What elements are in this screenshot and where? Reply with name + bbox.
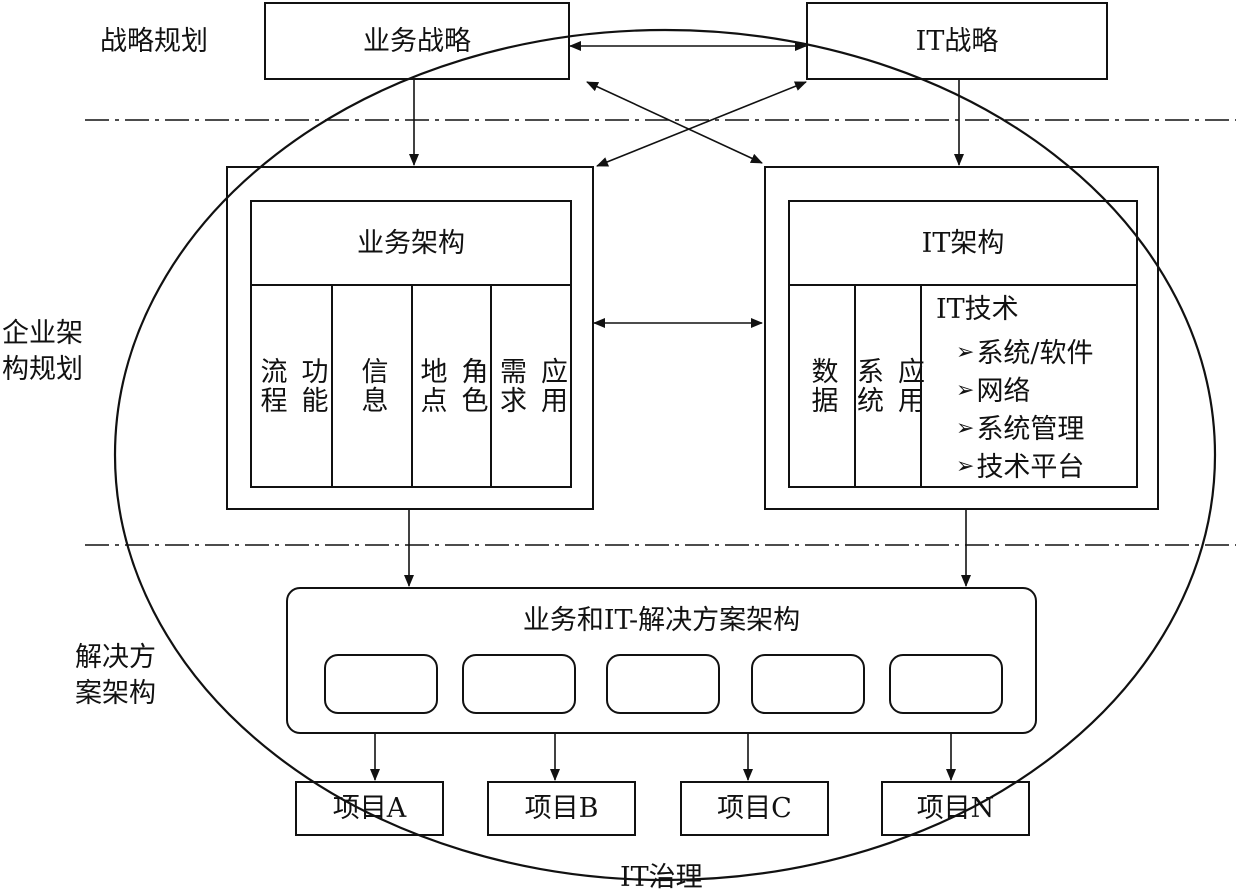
label-solution-arch-line2: 案架构: [75, 678, 156, 709]
arrow-cross-2: [596, 81, 807, 167]
ba-col-role-location-line1: 角色: [456, 357, 488, 415]
ba-col-application-needs: 应用 需求: [492, 286, 570, 486]
label-solution-arch-line1: 解决方: [75, 642, 156, 673]
it-col-app-system-line2: 系统: [852, 357, 883, 415]
solution-slot: [606, 654, 720, 714]
bullet-arrow-icon: ➢: [956, 416, 975, 441]
it-tech-item: ➢ 系统管理: [956, 410, 1094, 448]
bullet-arrow-icon: ➢: [956, 454, 975, 479]
it-tech-item: ➢ 技术平台: [956, 448, 1094, 486]
it-tech-list: ➢ 系统/软件 ➢ 网络 ➢ 系统管理 ➢ 技术平台: [956, 334, 1094, 486]
it-architecture-title-cell: IT架构: [790, 202, 1136, 286]
it-tech-item-label: 技术平台: [976, 451, 1085, 483]
arrow-cross-1: [586, 81, 763, 164]
ba-col-application-needs-line1: 应用: [536, 357, 567, 415]
bullet-arrow-icon: ➢: [956, 378, 975, 403]
label-enterprise-arch-line1: 企业架: [2, 318, 83, 349]
business-strategy-box: 业务战略: [264, 2, 570, 80]
it-strategy-label: IT战略: [915, 25, 999, 57]
ba-col-application-needs-line2: 需求: [495, 357, 526, 415]
it-governance-label: IT治理: [620, 862, 703, 893]
project-a-box: 项目A: [295, 781, 444, 836]
it-tech-item-label: 系统/软件: [976, 337, 1094, 369]
solution-architecture-title: 业务和IT-解决方案架构: [522, 605, 801, 636]
it-tech-item-label: 网络: [976, 375, 1031, 407]
business-architecture-title: 业务架构: [357, 227, 465, 259]
business-architecture-title-cell: 业务架构: [252, 202, 570, 286]
it-col-data: 数据: [790, 286, 856, 486]
it-architecture-outer: IT架构 数据 应用 系统 IT技术 ➢ 系统/软件 ➢ 网络 ➢: [764, 166, 1159, 510]
it-tech-item: ➢ 系统/软件: [956, 334, 1094, 372]
business-architecture-inner: 业务架构 功能 流程 信息 角色 地点 应用 需求: [250, 200, 572, 488]
ba-col-function-process: 功能 流程: [252, 286, 333, 486]
ba-col-function-process-line1: 功能: [296, 357, 328, 415]
it-col-app-system-line1: 应用: [893, 357, 924, 415]
project-c-box: 项目C: [680, 781, 829, 836]
project-b-label: 项目B: [524, 793, 599, 824]
solution-architecture-box: 业务和IT-解决方案架构: [286, 587, 1037, 734]
label-solution-arch: 解决方 案架构: [75, 640, 156, 712]
solution-slot: [462, 654, 576, 714]
label-enterprise-arch: 企业架 构规划: [2, 316, 83, 388]
project-n-box: 项目N: [881, 781, 1030, 836]
business-strategy-label: 业务战略: [363, 25, 471, 57]
ba-col-role-location: 角色 地点: [413, 286, 492, 486]
project-b-box: 项目B: [487, 781, 636, 836]
project-c-label: 项目C: [717, 793, 792, 824]
it-col-app-system: 应用 系统: [852, 286, 924, 486]
solution-slot: [751, 654, 865, 714]
label-strategy-planning: 战略规划: [100, 26, 208, 57]
project-a-label: 项目A: [332, 793, 407, 824]
solution-slot: [324, 654, 438, 714]
it-col-data-line1: 数据: [806, 357, 838, 415]
ba-col-information-line1: 信息: [356, 357, 388, 415]
it-governance-ellipse: [113, 28, 1217, 882]
it-tech-item-label: 系统管理: [976, 413, 1085, 445]
business-architecture-outer: 业务架构 功能 流程 信息 角色 地点 应用 需求: [226, 166, 594, 510]
it-tech-item: ➢ 网络: [956, 372, 1094, 410]
ba-col-information: 信息: [333, 286, 413, 486]
it-strategy-box: IT战略: [806, 2, 1108, 80]
it-tech-title: IT技术: [936, 294, 1019, 325]
ba-col-function-process-line2: 流程: [255, 357, 287, 415]
ba-col-role-location-line2: 地点: [415, 357, 447, 415]
it-architecture-inner: IT架构 数据 应用 系统 IT技术 ➢ 系统/软件 ➢ 网络 ➢: [788, 200, 1138, 488]
project-n-label: 项目N: [916, 793, 995, 824]
label-enterprise-arch-line2: 构规划: [2, 354, 83, 385]
it-tech-cell: IT技术 ➢ 系统/软件 ➢ 网络 ➢ 系统管理 ➢ 技术平台: [922, 286, 1136, 486]
bullet-arrow-icon: ➢: [956, 340, 975, 365]
it-architecture-title: IT架构: [921, 227, 1005, 259]
solution-slot: [889, 654, 1003, 714]
